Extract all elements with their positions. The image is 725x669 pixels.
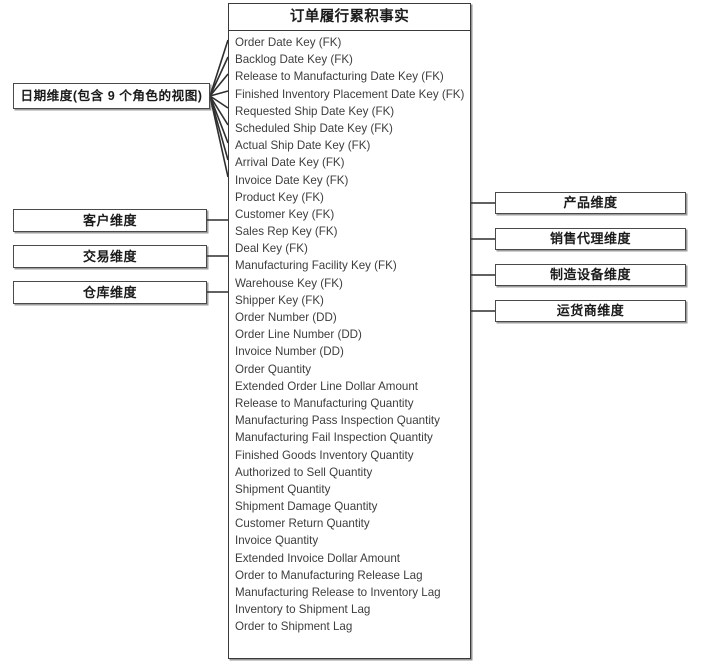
field-row: Arrival Date Key (FK) xyxy=(235,156,345,170)
connector-date-finished xyxy=(209,90,229,97)
connector-date-order xyxy=(209,39,229,97)
field-row: Finished Inventory Placement Date Key (F… xyxy=(235,87,465,101)
dimension-box-product: 产品维度 xyxy=(495,192,686,214)
field-row: Customer Return Quantity xyxy=(235,517,370,531)
dimension-box-manufacturing-facility: 制造设备维度 xyxy=(495,264,686,286)
field-row: Product Key (FK) xyxy=(235,190,324,204)
connector-date-scheduled xyxy=(209,95,229,126)
field-row: Manufacturing Pass Inspection Quantity xyxy=(235,414,440,428)
fact-table-field-list: Order Date Key (FK) Backlog Date Key (FK… xyxy=(229,31,470,636)
field-row: Order Line Number (DD) xyxy=(235,328,362,342)
fact-table: 订单履行累积事实 Order Date Key (FK) Backlog Dat… xyxy=(228,3,471,659)
field-row: Order to Shipment Lag xyxy=(235,620,353,634)
field-row: Invoice Number (DD) xyxy=(235,345,344,359)
field-row: Inventory to Shipment Lag xyxy=(235,603,371,617)
field-row: Manufacturing Facility Key (FK) xyxy=(235,259,397,273)
field-row: Shipper Key (FK) xyxy=(235,293,324,307)
field-row: Extended Order Line Dollar Amount xyxy=(235,379,419,393)
connector-date-invoice xyxy=(209,95,229,178)
field-row: Release to Manufacturing Quantity xyxy=(235,396,414,410)
field-row: Order Number (DD) xyxy=(235,311,337,324)
field-row: Deal Key (FK) xyxy=(235,242,308,256)
field-row: Release to Manufacturing Date Key (FK) xyxy=(235,70,444,84)
field-row: Order Date Key (FK) xyxy=(235,36,342,49)
field-row: Extended Invoice Dollar Amount xyxy=(235,551,400,565)
connector-date-actual xyxy=(209,95,229,144)
field-row: Order to Manufacturing Release Lag xyxy=(235,568,423,582)
field-row: Scheduled Ship Date Key (FK) xyxy=(235,121,393,135)
field-row: Manufacturing Release to Inventory Lag xyxy=(235,586,441,599)
connector-date-backlog xyxy=(209,56,229,97)
field-row: Backlog Date Key (FK) xyxy=(235,53,353,67)
field-row: Invoice Quantity xyxy=(235,534,319,548)
dimension-box-sales-rep: 销售代理维度 xyxy=(495,228,686,250)
dimension-box-customer: 客户维度 xyxy=(13,209,207,232)
fact-table-title: 订单履行累积事实 xyxy=(229,4,470,31)
dimension-box-warehouse: 仓库维度 xyxy=(13,281,207,304)
field-row: Sales Rep Key (FK) xyxy=(235,225,338,239)
dimension-box-deal: 交易维度 xyxy=(13,245,207,268)
connector-date-arrival xyxy=(209,95,229,161)
field-row: Finished Goods Inventory Quantity xyxy=(235,448,414,462)
field-row: Order Quantity xyxy=(235,362,312,376)
dimension-box-date: 日期维度(包含 9 个角色的视图) xyxy=(13,83,210,109)
field-row: Actual Ship Date Key (FK) xyxy=(235,139,371,153)
field-row: Manufacturing Fail Inspection Quantity xyxy=(235,431,433,445)
field-row: Shipment Damage Quantity xyxy=(235,500,378,514)
dimension-box-shipper: 运货商维度 xyxy=(495,300,686,322)
field-row: Requested Ship Date Key (FK) xyxy=(235,104,395,118)
field-row: Warehouse Key (FK) xyxy=(235,276,343,290)
field-row: Authorized to Sell Quantity xyxy=(235,465,373,479)
field-row: Invoice Date Key (FK) xyxy=(235,173,349,187)
connector-date-requested xyxy=(209,95,229,109)
field-row: Customer Key (FK) xyxy=(235,207,335,221)
field-row: Shipment Quantity xyxy=(235,482,331,496)
connector-date-release xyxy=(209,73,229,97)
